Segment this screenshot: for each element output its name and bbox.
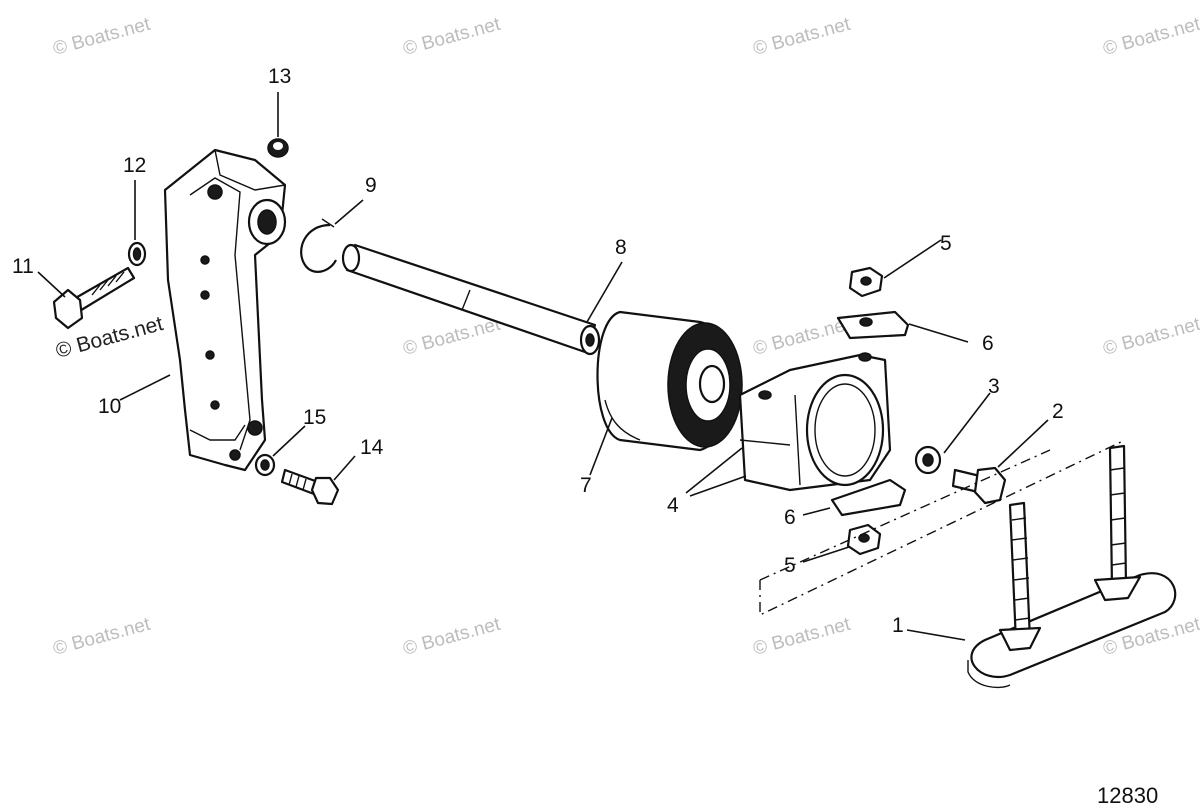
part-11-bolt [52, 266, 136, 330]
callout-10: 10 [98, 395, 121, 418]
watermark: © Boats.net [51, 614, 153, 660]
part-9-snap-ring [300, 218, 337, 273]
part-13-nut [267, 138, 289, 158]
callout-13: 13 [268, 65, 291, 88]
part-1-base-plate [967, 444, 1177, 689]
callout-14: 14 [360, 436, 384, 459]
watermark: © Boats.net [401, 614, 503, 660]
watermark: © Boats.net [751, 614, 853, 660]
part-12-washer [127, 241, 147, 267]
part-5-nut-top [848, 266, 884, 298]
part-5-nut-bottom [846, 523, 882, 556]
watermark: © Boats.net [751, 314, 853, 360]
callout-labels: 13 12 9 11 8 5 6 3 10 2 15 14 7 4 6 5 1 [12, 65, 1064, 637]
callout-15: 15 [303, 406, 326, 429]
part-4-clamp [738, 352, 892, 492]
assembly-lines [759, 439, 1126, 617]
watermark: © Boats.net [51, 14, 153, 60]
callout-9: 9 [365, 174, 377, 197]
watermark: © Boats.net [1101, 314, 1200, 360]
callout-6-bottom: 6 [784, 506, 796, 529]
part-14-bolt [280, 468, 340, 506]
watermark: © Boats.net [401, 314, 503, 360]
callout-5-bottom: 5 [784, 554, 796, 577]
leader-lines [37, 92, 1049, 641]
watermark: © Boats.net [751, 14, 853, 60]
part-10-bracket [163, 148, 287, 472]
part-6-bracket-top [836, 310, 910, 340]
callout-6-top: 6 [982, 332, 994, 355]
callout-12: 12 [123, 154, 146, 177]
figure-number: 12830 [1097, 783, 1158, 808]
callout-8: 8 [615, 236, 627, 259]
watermark: © Boats.net [1101, 14, 1200, 60]
part-7-bushing [596, 310, 743, 452]
part-8-pin [341, 243, 601, 356]
part-6-bracket-bottom [830, 478, 907, 517]
part-2-bolt [951, 466, 1007, 505]
callout-3: 3 [988, 375, 1000, 398]
part-3-washer [914, 445, 942, 475]
callout-2: 2 [1052, 400, 1064, 423]
callout-7: 7 [580, 474, 592, 497]
callout-1: 1 [892, 614, 904, 637]
watermark: © Boats.net [401, 14, 503, 60]
part-15-washer [254, 453, 276, 477]
callout-5-top: 5 [940, 232, 952, 255]
callout-11: 11 [12, 255, 34, 278]
callout-4: 4 [667, 494, 679, 517]
